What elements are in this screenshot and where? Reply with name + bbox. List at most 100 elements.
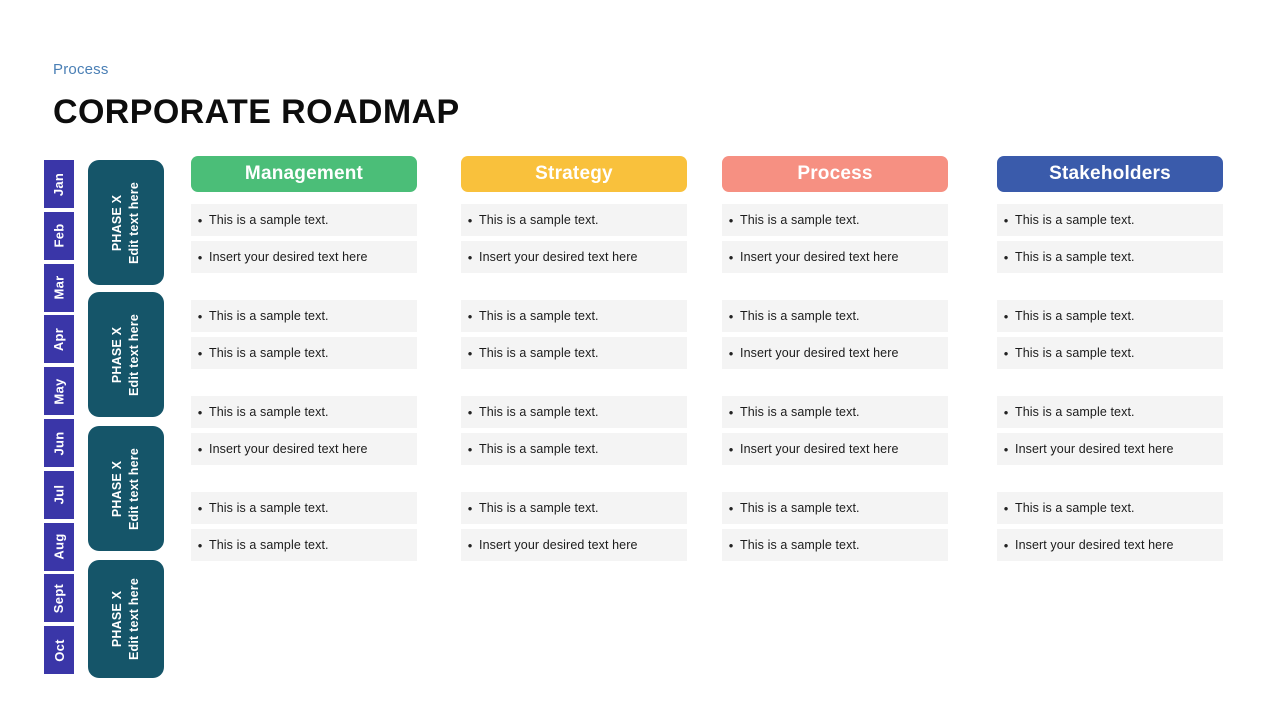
bullet-group-2: •This is a sample text.•This is a sample… (461, 300, 687, 369)
column-stakeholders: Stakeholders•This is a sample text.•This… (997, 156, 1223, 561)
column-management: Management•This is a sample text.•Insert… (191, 156, 417, 561)
column-groups: •This is a sample text.•This is a sample… (997, 204, 1223, 561)
bullet-text: This is a sample text. (1015, 346, 1135, 360)
column-header-management[interactable]: Management (191, 156, 417, 192)
bullet-row[interactable]: •This is a sample text. (191, 204, 417, 236)
column-groups: •This is a sample text.•Insert your desi… (722, 204, 948, 561)
bullet-dot-icon: • (467, 500, 473, 516)
bullet-row[interactable]: •This is a sample text. (722, 204, 948, 236)
column-groups: •This is a sample text.•Insert your desi… (461, 204, 687, 561)
bullet-row[interactable]: •This is a sample text. (997, 396, 1223, 428)
bullet-row[interactable]: • This is a sample text. (191, 529, 417, 561)
bullet-text: This is a sample text. (479, 346, 599, 360)
month-label: Aug (51, 533, 67, 560)
bullet-row[interactable]: •This is a sample text. (997, 492, 1223, 524)
bullet-group-4: •This is a sample text. •Insert your desi… (997, 492, 1223, 561)
month-tile-jul[interactable]: Jul (44, 470, 74, 519)
bullet-row[interactable]: •This is a sample text. (722, 396, 948, 428)
bullet-dot-icon: • (197, 500, 203, 516)
bullet-text: Insert your desired text here (209, 250, 368, 264)
column-header-stakeholders[interactable]: Stakeholders (997, 156, 1223, 192)
bullet-row[interactable]: •This is a sample text. (997, 241, 1223, 273)
bullet-dot-icon: • (728, 500, 734, 516)
month-tile-jan[interactable]: Jan (44, 160, 74, 208)
bullet-row[interactable]: •This is a sample text. (461, 492, 687, 524)
month-tile-apr[interactable]: Apr (44, 315, 74, 364)
bullet-group-2: •This is a sample text. •This is a sample… (997, 300, 1223, 369)
bullet-text: Insert your desired text here (479, 250, 638, 264)
bullet-row[interactable]: • This is a sample text. (997, 204, 1223, 236)
month-tile-sept[interactable]: Sept (44, 574, 74, 623)
month-tile-feb[interactable]: Feb (44, 211, 74, 260)
month-tile-jun[interactable]: Jun (44, 419, 74, 467)
bullet-group-3: •This is a sample text. •Insert your desi… (191, 396, 417, 465)
month-label: May (51, 378, 67, 405)
bullet-row[interactable]: •This is a sample text. (722, 300, 948, 332)
bullet-row[interactable]: •This is a sample text. (997, 337, 1223, 369)
bullet-row[interactable]: •This is a sample text. (461, 433, 687, 465)
bullet-dot-icon: • (728, 537, 734, 553)
bullet-row[interactable]: •This is a sample text. (461, 204, 687, 236)
month-tile-may[interactable]: May (44, 367, 74, 416)
bullet-text: This is a sample text. (209, 213, 329, 227)
bullet-row[interactable]: •This is a sample text. (191, 300, 417, 332)
bullet-row[interactable]: •Insert your desired text here (722, 241, 948, 273)
bullet-row[interactable]: •This is a sample text. (722, 492, 948, 524)
bullet-row[interactable]: •This is a sample text. (461, 300, 687, 332)
bullet-row[interactable]: •Insert your desired text here (997, 529, 1223, 561)
bullet-dot-icon: • (467, 441, 473, 457)
bullet-row[interactable]: •This is a sample text. (997, 300, 1223, 332)
bullet-text: This is a sample text. (740, 405, 860, 419)
bullet-group-3: •This is a sample text. •Insert your desi… (722, 396, 948, 465)
month-tile-oct[interactable]: Oct (44, 626, 74, 675)
bullet-row[interactable]: •This is a sample text. (191, 492, 417, 524)
phase-subtitle: Edit text here (127, 313, 141, 396)
month-tile-aug[interactable]: Aug (44, 522, 74, 571)
phase-title: PHASE X (110, 194, 124, 251)
bullet-text: This is a sample text. (209, 538, 329, 552)
month-tile-mar[interactable]: Mar (44, 263, 74, 312)
column-header-process[interactable]: Process (722, 156, 948, 192)
bullet-group-4: •This is a sample text. •This is a sample… (722, 492, 948, 561)
bullet-row[interactable]: •Insert your desired text here (461, 529, 687, 561)
bullet-dot-icon: • (728, 345, 734, 361)
bullet-text: Insert your desired text here (740, 442, 899, 456)
bullet-row[interactable]: •This is a sample text. (461, 337, 687, 369)
bullet-row[interactable]: •Insert your desired text here (461, 241, 687, 273)
bullet-text: Insert your desired text here (1015, 538, 1174, 552)
bullet-row[interactable]: •This is a sample text. (191, 337, 417, 369)
bullet-dot-icon: • (1003, 441, 1009, 457)
bullet-row[interactable]: • Insert your desired text here (722, 337, 948, 369)
bullet-text: This is a sample text. (1015, 213, 1135, 227)
bullet-row[interactable]: •This is a sample text. (461, 396, 687, 428)
month-label: Jul (51, 484, 67, 505)
bullet-dot-icon: • (1003, 212, 1009, 228)
bullet-dot-icon: • (197, 537, 203, 553)
bullet-group-1: •This is a sample text.•Insert your desi… (461, 204, 687, 273)
bullet-row[interactable]: •Insert your desired text here (191, 433, 417, 465)
bullet-group-1: •This is a sample text. •Insert your desi… (722, 204, 948, 273)
bullet-dot-icon: • (467, 212, 473, 228)
bullet-text: Insert your desired text here (740, 250, 899, 264)
bullet-dot-icon: • (467, 308, 473, 324)
bullet-row[interactable]: •This is a sample text. (722, 529, 948, 561)
column-header-strategy[interactable]: Strategy (461, 156, 687, 192)
column-process: Process•This is a sample text.•Insert yo… (722, 156, 948, 561)
month-label: Jan (51, 172, 67, 196)
page-title: CORPORATE ROADMAP (53, 93, 460, 131)
bullet-text: Insert your desired text here (740, 346, 899, 360)
month-label: Mar (51, 275, 67, 300)
bullet-row[interactable]: •Insert your desired text here (722, 433, 948, 465)
bullet-group-1: •This is a sample text. •Insert your desi… (191, 204, 417, 273)
bullet-row[interactable]: •Insert your desired text here (997, 433, 1223, 465)
bullet-row[interactable]: •This is a sample text. (191, 396, 417, 428)
bullet-row[interactable]: •Insert your desired text here (191, 241, 417, 273)
month-label: Oct (51, 638, 67, 662)
bullet-dot-icon: • (728, 308, 734, 324)
